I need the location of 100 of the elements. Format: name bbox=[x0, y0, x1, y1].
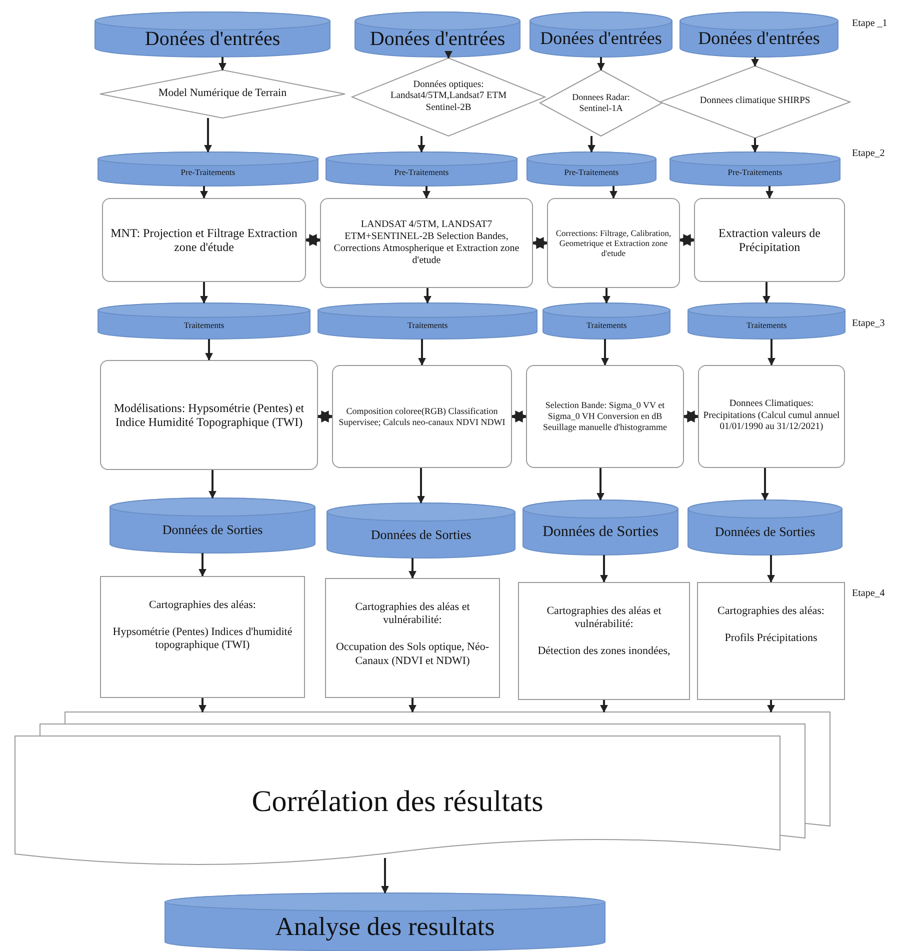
arrow bbox=[602, 288, 610, 304]
arrow bbox=[200, 282, 208, 304]
process-box bbox=[694, 198, 845, 282]
node-label: Selection Bande: Sigma_0 VV et Sigma_0 VH Conversion en dB Seuillage manuelle d'histogramme bbox=[542, 400, 668, 433]
arrow bbox=[198, 553, 206, 577]
arrow bbox=[408, 558, 416, 579]
arrow bbox=[767, 555, 775, 583]
node-label: Cartographies des aléas et vulnérabilité: bbox=[546, 605, 662, 632]
node-label: Pre-Traitements bbox=[728, 167, 782, 178]
arrow bbox=[597, 57, 605, 71]
node-label: Traitements bbox=[586, 320, 627, 330]
output-box bbox=[697, 582, 845, 700]
decision-diamond bbox=[352, 58, 545, 136]
node-label: Cartographies des aléas: bbox=[149, 599, 256, 612]
process-box bbox=[332, 365, 512, 468]
database-cylinder bbox=[680, 12, 838, 57]
node-label: Traitements bbox=[407, 320, 448, 330]
arrow bbox=[381, 858, 389, 894]
node-label: Donées d'entrées bbox=[144, 27, 280, 51]
arrow bbox=[422, 186, 430, 199]
database-cylinder bbox=[165, 893, 605, 951]
node-body-text: Profils Précipitations bbox=[724, 632, 818, 646]
process-box bbox=[320, 198, 533, 288]
node-label: Modélisations: Hypsométrie (Pentes) et Indice Humidité Topographique (TWI) bbox=[112, 400, 306, 430]
step-label: Etape _1 bbox=[852, 18, 888, 29]
node-label: Cartographies des aléas: bbox=[718, 605, 824, 618]
database-cylinder bbox=[318, 303, 537, 339]
node-body-text: Hypsométrie (Pentes) Indices d'humidité topographique (TWI) bbox=[112, 626, 294, 653]
arrow bbox=[198, 698, 206, 713]
node-label: Analyse des resultats bbox=[275, 910, 495, 942]
decision-diamond bbox=[540, 70, 662, 136]
node-label: Donées d'entrées bbox=[540, 28, 662, 50]
database-cylinder bbox=[688, 303, 845, 339]
arrow bbox=[600, 700, 608, 713]
database-cylinder bbox=[95, 12, 330, 57]
node-label: MNT: Projection et Filtrage Extraction zone d'étude bbox=[110, 226, 298, 254]
decision-diamond bbox=[660, 66, 850, 138]
arrow bbox=[768, 339, 776, 366]
database-cylinder bbox=[543, 303, 670, 339]
node-label: Extraction valeurs de Précipitation bbox=[718, 226, 822, 254]
arrow bbox=[444, 50, 452, 59]
arrow bbox=[751, 138, 759, 153]
output-box bbox=[100, 576, 305, 698]
node-label: Données de Sorties bbox=[162, 522, 263, 538]
node-label: Cartographies des aléas et vulnérabilité: bbox=[354, 601, 471, 628]
arrow bbox=[417, 468, 425, 504]
arrow bbox=[205, 339, 213, 361]
multi-document-shape bbox=[15, 712, 830, 862]
step-label: Etape_2 bbox=[852, 148, 885, 159]
node-label: Donnees Radar: Sentinel-1A bbox=[571, 92, 631, 114]
arrow bbox=[751, 57, 759, 67]
arrow bbox=[766, 186, 774, 199]
node-label: Pre-Traitements bbox=[180, 167, 236, 178]
node-label: Donées d'entrées bbox=[370, 27, 506, 51]
arrow bbox=[418, 136, 426, 153]
database-cylinder bbox=[98, 303, 310, 339]
arrow bbox=[601, 339, 609, 366]
double-arrow bbox=[532, 237, 548, 249]
node-label: Données de Sorties bbox=[542, 523, 658, 541]
arrow bbox=[218, 57, 226, 71]
node-label: Donées d'entrées bbox=[698, 28, 820, 50]
node-label: Pre-Traitements bbox=[394, 167, 449, 178]
node-body-text: Occupation des Sols optique, Néo-Canaux (NDVI et NDWI) bbox=[334, 641, 490, 668]
database-cylinder bbox=[530, 12, 672, 57]
node-label: LANDSAT 4/5TM, LANDSAT7 ETM+SENTINEL-2B Selection Bandes, Corrections Atmospherique et Extraction zone d'etude bbox=[332, 219, 520, 267]
output-box bbox=[518, 582, 690, 700]
database-cylinder bbox=[670, 152, 840, 186]
arrow bbox=[762, 282, 770, 304]
arrow bbox=[767, 700, 775, 713]
database-cylinder bbox=[523, 500, 678, 555]
node-label: Corrélation des résultats bbox=[252, 784, 544, 820]
database-cylinder bbox=[110, 498, 315, 553]
node-label: Corrections: Filtrage, Calibration, Geometrique et Extraction zone d'etude bbox=[554, 228, 672, 258]
node-label: Model Numérique de Terrain bbox=[158, 87, 287, 101]
process-box bbox=[526, 365, 684, 468]
arrow bbox=[418, 339, 426, 366]
node-body-text: Détection des zones inondées, bbox=[538, 645, 670, 659]
database-cylinder bbox=[355, 12, 520, 57]
double-arrow bbox=[304, 234, 322, 246]
arrow bbox=[200, 186, 208, 199]
arrow bbox=[204, 118, 212, 153]
arrow bbox=[596, 468, 604, 501]
arrow bbox=[588, 136, 596, 153]
arrow bbox=[610, 186, 618, 199]
node-label: Composition coloree(RGB) Classification Supervisee; Calculs neo-canaux NDVI NDWI bbox=[338, 406, 506, 428]
node-label: Donnees Climatiques: Precipitations (Calcul cumul annuel 01/01/1990 au 31/12/2021) bbox=[703, 399, 840, 434]
process-box bbox=[102, 198, 306, 282]
double-arrow bbox=[678, 234, 696, 246]
output-box bbox=[325, 578, 500, 698]
decision-diamond bbox=[100, 70, 345, 118]
database-cylinder bbox=[527, 152, 656, 186]
arrow bbox=[408, 698, 416, 713]
double-arrow bbox=[510, 410, 528, 422]
arrow bbox=[600, 555, 608, 583]
node-label: Traitements bbox=[184, 320, 224, 330]
database-cylinder bbox=[327, 503, 515, 558]
arrow bbox=[761, 468, 769, 501]
arrow bbox=[208, 470, 216, 499]
node-label: Pre-Traitements bbox=[564, 167, 619, 178]
process-box bbox=[547, 198, 680, 288]
